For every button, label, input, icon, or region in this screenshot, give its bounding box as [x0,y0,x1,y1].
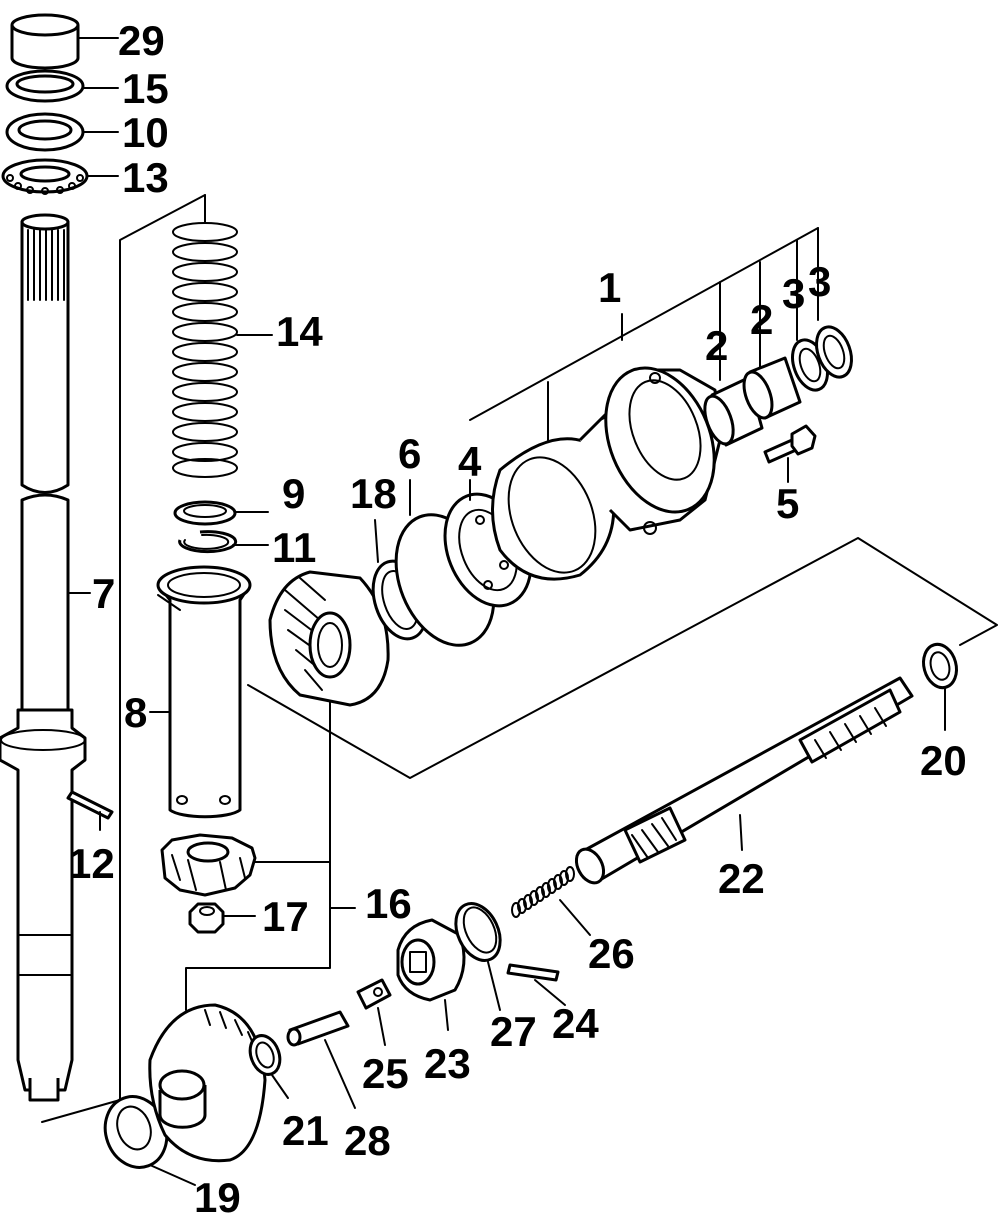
label-27: 27 [490,1008,537,1055]
part-22-propeller-shaft [574,676,914,885]
label-22: 22 [718,855,765,902]
label-9: 9 [282,470,305,517]
label-7: 7 [92,570,115,617]
callout-labels: 1 2 2 3 3 4 5 6 7 8 9 10 11 12 13 14 15 … [68,17,967,1219]
part-24-cross-pin [506,963,566,1006]
leader-lines-1-2-3 [469,227,819,441]
part-23-clutch [396,918,466,1031]
part-15-washer [5,69,119,103]
group-bracket-gear-assembly [247,537,998,779]
part-forward-gear [268,570,390,707]
part-reverse-gear [148,1003,267,1163]
part-1-housing [491,366,722,581]
label-3a: 3 [782,270,805,317]
label-24: 24 [552,1000,599,1047]
label-12: 12 [68,840,115,887]
label-2b: 2 [750,296,773,343]
label-28: 28 [344,1117,391,1164]
part-14-spring [172,194,273,478]
part-17-nut [188,902,256,934]
label-29: 29 [118,17,165,64]
part-26-spring [511,866,591,936]
label-2a: 2 [705,322,728,369]
label-3b: 3 [808,258,831,305]
group-bracket-left [41,194,206,1123]
label-19: 19 [194,1174,241,1219]
part-10-thrust-washer [5,112,119,152]
label-18: 18 [350,470,397,517]
part-13-thrust-bearing [1,158,119,195]
label-26: 26 [588,930,635,977]
part-3-oil-seal-b [815,325,853,379]
part-21-washer [248,1034,289,1099]
label-20: 20 [920,737,967,784]
label-4: 4 [458,438,482,485]
label-1: 1 [598,264,621,311]
label-23: 23 [424,1040,471,1087]
part-27-spring-clip [454,902,502,1011]
label-13: 13 [122,154,169,201]
label-21: 21 [282,1107,329,1154]
part-16-pinion-gear [160,689,356,1011]
label-6: 6 [398,430,421,477]
part-28-shift-rod [286,1010,356,1109]
part-8-sleeve [149,565,252,819]
label-11: 11 [272,524,316,571]
label-15: 15 [122,65,169,112]
label-25: 25 [362,1050,409,1097]
part-2-needle-bearing-b [742,356,802,420]
label-8: 8 [124,689,147,736]
label-14: 14 [276,308,323,355]
part-9-washer [173,500,269,526]
part-11-circlip [178,530,269,554]
part-12-pin [66,790,114,831]
label-10: 10 [122,109,169,156]
part-29-bushing [10,13,119,70]
label-16: 16 [365,880,412,927]
part-7-drive-shaft [0,213,91,1102]
part-5-bolt [763,424,817,483]
label-17: 17 [262,893,309,940]
part-25-plunger [356,978,392,1046]
label-5: 5 [776,480,799,527]
part-20-washer [922,642,958,731]
